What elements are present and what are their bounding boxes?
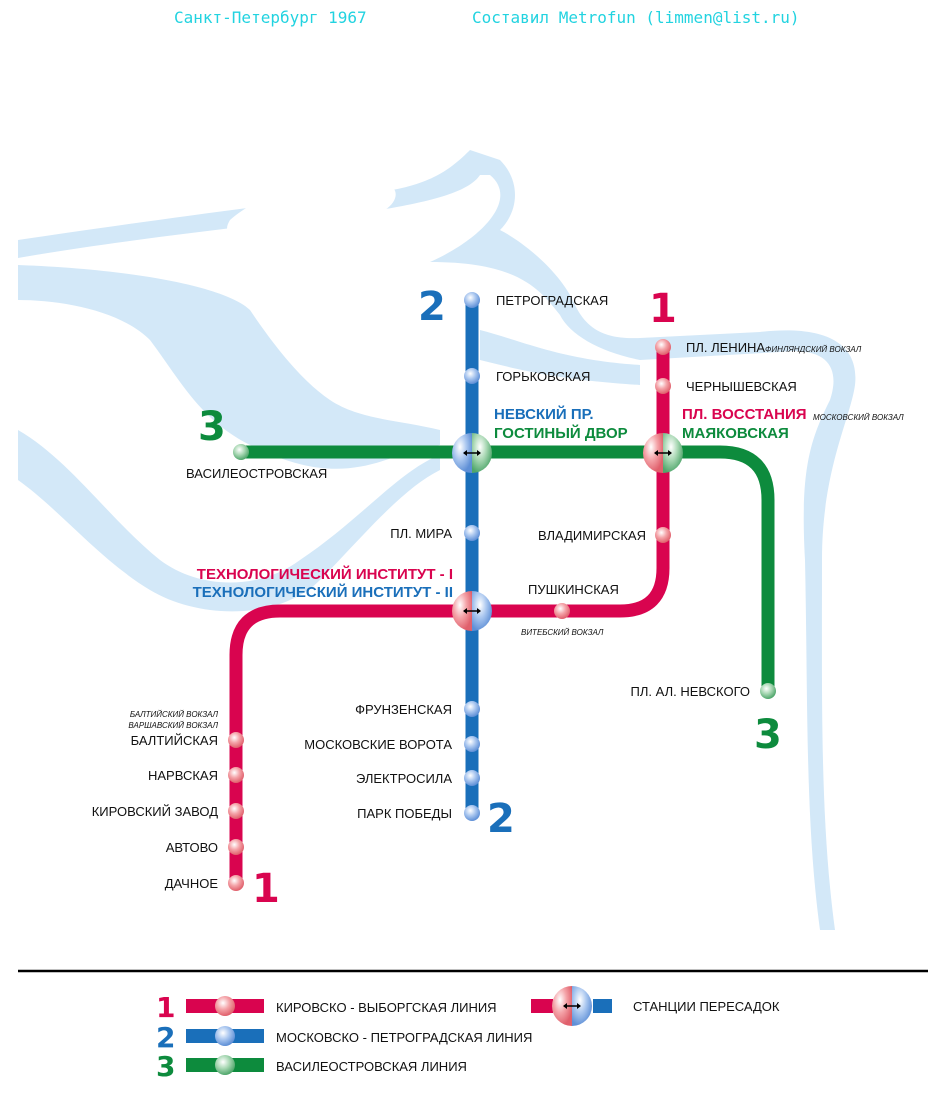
svg-text:МОСКОВСКО - ПЕТРОГРАДСКАЯ ЛИНИ: МОСКОВСКО - ПЕТРОГРАДСКАЯ ЛИНИЯ: [276, 1030, 532, 1045]
legend-transfer: СТАНЦИИ ПЕРЕСАДОК: [531, 986, 780, 1026]
label-nevsky: НЕВСКИЙ ПР.: [494, 405, 594, 423]
svg-text:ЭЛЕКТРОСИЛА: ЭЛЕКТРОСИЛА: [356, 771, 452, 786]
label-mayakovskaya: МАЯКОВСКАЯ: [682, 425, 789, 442]
station-petrogradskaya[interactable]: ПЕТРОГРАДСКАЯ: [464, 292, 608, 308]
line-3-number-bottom: 3: [754, 712, 782, 758]
transfer-nevsky-gostiny[interactable]: [452, 433, 492, 473]
line-2-number-top: 2: [418, 284, 446, 330]
line-1-number-bottom: 1: [252, 866, 280, 912]
legend-line-3: 3 ВАСИЛЕОСТРОВСКАЯ ЛИНИЯ: [156, 1050, 467, 1083]
station-pl-lenina[interactable]: ПЛ. ЛЕНИНА: [655, 339, 765, 355]
note-finlyandsky: ФИНЛЯНДСКИЙ ВОКЗАЛ: [765, 345, 862, 354]
svg-text:ВАСИЛЕОСТРОВСКАЯ ЛИНИЯ: ВАСИЛЕОСТРОВСКАЯ ЛИНИЯ: [276, 1059, 467, 1074]
svg-text:ПЕТРОГРАДСКАЯ: ПЕТРОГРАДСКАЯ: [496, 293, 608, 308]
transfer-vosstaniya-mayakovskaya[interactable]: [643, 433, 683, 473]
line-3-track: [241, 445, 775, 691]
station-kirovsky-zavod[interactable]: КИРОВСКИЙ ЗАВОД: [92, 803, 244, 819]
svg-text:ПЛ. МИРА: ПЛ. МИРА: [390, 526, 452, 541]
station-park-pobedy[interactable]: ПАРК ПОБЕДЫ: [357, 805, 480, 821]
svg-text:3: 3: [156, 1050, 175, 1083]
svg-text:ВАСИЛЕОСТРОВСКАЯ: ВАСИЛЕОСТРОВСКАЯ: [186, 466, 327, 481]
svg-text:КИРОВСКО - ВЫБОРГСКАЯ ЛИНИЯ: КИРОВСКО - ВЫБОРГСКАЯ ЛИНИЯ: [276, 1000, 497, 1015]
svg-text:КИРОВСКИЙ ЗАВОД: КИРОВСКИЙ ЗАВОД: [92, 804, 219, 819]
svg-text:ПЛ. АЛ. НЕВСКОГО: ПЛ. АЛ. НЕВСКОГО: [631, 684, 750, 699]
station-avtovo[interactable]: АВТОВО: [166, 839, 244, 855]
label-gostiny: ГОСТИНЫЙ ДВОР: [494, 424, 628, 442]
station-moskovskie-vorota[interactable]: МОСКОВСКИЕ ВОРОТА: [304, 736, 480, 752]
note-varshavsky: ВАРШАВСКИЙ ВОКЗАЛ: [128, 721, 218, 730]
svg-text:1: 1: [156, 991, 175, 1024]
station-baltiyskaya[interactable]: БАЛТИЙСКАЯ: [131, 732, 244, 748]
line-1-number-top: 1: [649, 286, 677, 332]
svg-text:НАРВСКАЯ: НАРВСКАЯ: [148, 768, 218, 783]
station-dachnoe[interactable]: ДАЧНОЕ: [165, 875, 244, 891]
map-title: Санкт-Петербург 1967: [174, 8, 367, 27]
map-author: Составил Metrofun (limmen@list.ru): [472, 8, 800, 27]
station-gorkovskaya[interactable]: ГОРЬКОВСКАЯ: [464, 368, 590, 384]
note-baltiysky: БАЛТИЙСКИЙ ВОКЗАЛ: [130, 710, 219, 719]
line-3-number-left: 3: [198, 404, 226, 450]
river-neva: [18, 150, 856, 930]
note-vitebsky: ВИТЕБСКИЙ ВОКЗАЛ: [521, 628, 604, 637]
station-vladimirskaya[interactable]: ВЛАДИМИРСКАЯ: [538, 527, 671, 543]
svg-text:ЧЕРНЫШЕВСКАЯ: ЧЕРНЫШЕВСКАЯ: [686, 379, 797, 394]
svg-text:ДАЧНОЕ: ДАЧНОЕ: [165, 876, 219, 891]
station-pl-al-nevskogo[interactable]: ПЛ. АЛ. НЕВСКОГО: [631, 683, 776, 699]
svg-text:ФРУНЗЕНСКАЯ: ФРУНЗЕНСКАЯ: [355, 702, 452, 717]
svg-text:АВТОВО: АВТОВО: [166, 840, 218, 855]
station-narvskaya[interactable]: НАРВСКАЯ: [148, 767, 244, 783]
station-vasileostrovskaya[interactable]: ВАСИЛЕОСТРОВСКАЯ: [186, 444, 327, 481]
legend-line-1: 1 КИРОВСКО - ВЫБОРГСКАЯ ЛИНИЯ: [156, 991, 497, 1024]
label-tech-1: ТЕХНОЛОГИЧЕСКИЙ ИНСТИТУТ - I: [197, 565, 453, 583]
svg-text:ПАРК ПОБЕДЫ: ПАРК ПОБЕДЫ: [357, 806, 452, 821]
svg-text:ГОРЬКОВСКАЯ: ГОРЬКОВСКАЯ: [496, 369, 590, 384]
label-vosstaniya: ПЛ. ВОССТАНИЯ: [682, 406, 807, 423]
svg-text:МОСКОВСКИЕ ВОРОТА: МОСКОВСКИЕ ВОРОТА: [304, 737, 452, 752]
station-pl-mira[interactable]: ПЛ. МИРА: [390, 525, 480, 541]
svg-text:2: 2: [156, 1021, 175, 1054]
svg-text:СТАНЦИИ ПЕРЕСАДОК: СТАНЦИИ ПЕРЕСАДОК: [633, 999, 780, 1014]
svg-text:ПУШКИНСКАЯ: ПУШКИНСКАЯ: [528, 582, 619, 597]
note-moskovsky: МОСКОВСКИЙ ВОКЗАЛ: [813, 413, 904, 422]
station-pushkinskaya[interactable]: ПУШКИНСКАЯ: [528, 582, 619, 619]
station-elektrosila[interactable]: ЭЛЕКТРОСИЛА: [356, 770, 480, 786]
legend-line-2: 2 МОСКОВСКО - ПЕТРОГРАДСКАЯ ЛИНИЯ: [156, 1021, 532, 1054]
line-1-track: [229, 347, 670, 883]
svg-text:ВЛАДИМИРСКАЯ: ВЛАДИМИРСКАЯ: [538, 528, 646, 543]
legend: 1 КИРОВСКО - ВЫБОРГСКАЯ ЛИНИЯ 2 МОСКОВСК…: [156, 986, 780, 1083]
svg-text:ПЛ. ЛЕНИНА: ПЛ. ЛЕНИНА: [686, 340, 765, 355]
svg-text:БАЛТИЙСКАЯ: БАЛТИЙСКАЯ: [131, 733, 218, 748]
line-2-number-bottom: 2: [487, 796, 515, 842]
label-tech-2: ТЕХНОЛОГИЧЕСКИЙ ИНСТИТУТ - II: [193, 583, 453, 601]
station-frunzenskaya[interactable]: ФРУНЗЕНСКАЯ: [355, 701, 480, 717]
transfer-tech-institute[interactable]: [452, 591, 492, 631]
station-chernyshevskaya[interactable]: ЧЕРНЫШЕВСКАЯ: [655, 378, 797, 394]
